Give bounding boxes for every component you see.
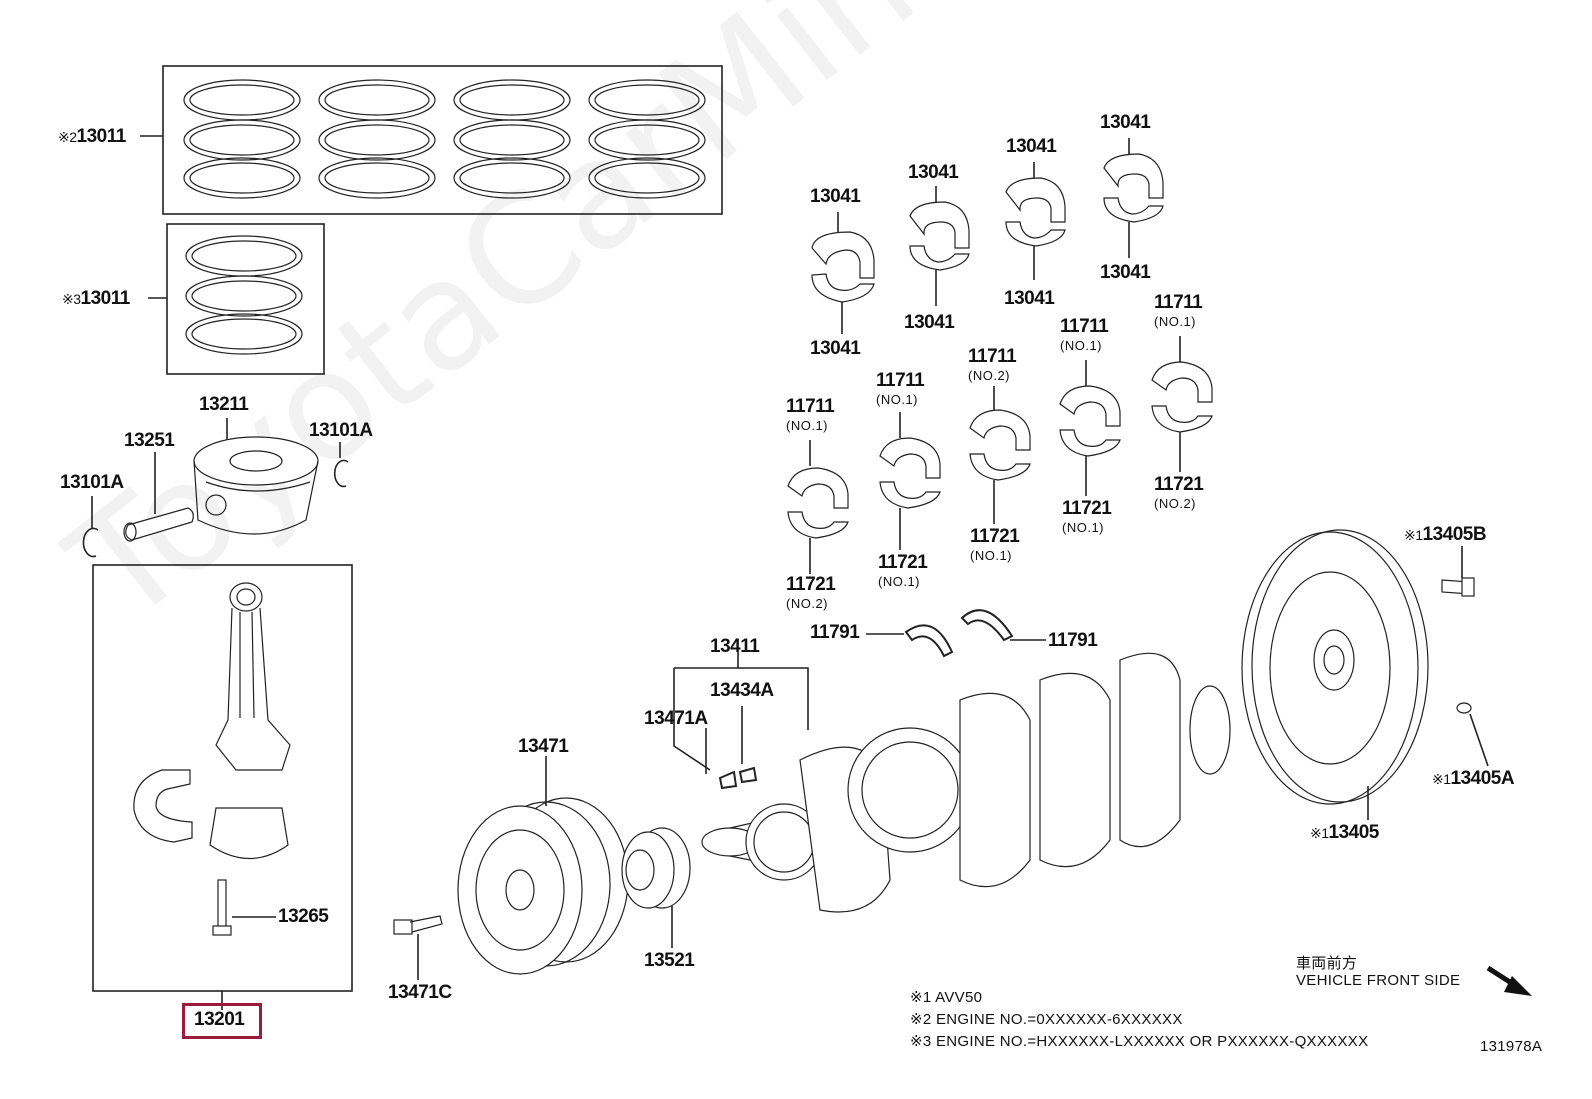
conrod-bearings-upper-lower [811,153,1164,303]
front-side-en: VEHICLE FRONT SIDE [1296,972,1461,989]
rings-alt-box [166,223,325,375]
flywheel [1241,529,1429,805]
pulley-bolt [393,915,443,935]
label-crank-pulley[interactable]: 13471 [518,736,569,757]
label-main-bearing-lower-4[interactable]: 11721 [1062,498,1112,519]
label-conrod-bearing-b2[interactable]: 13041 [904,312,955,333]
label-main-bearing-upper-1[interactable]: 11711 [786,396,835,417]
label-conrod-bearing-c2[interactable]: 13041 [1004,288,1055,309]
label-conrod-bolt[interactable]: 13265 [278,906,329,927]
connecting-rod [209,582,291,860]
front-side-jp: 車両前方 [1296,955,1358,972]
label-main-bearing-lower-3[interactable]: 11721 [970,526,1020,547]
piston-ring-set-1 [183,79,301,199]
label-conrod-assy[interactable]: 13201 [194,1009,245,1030]
label-main-bearing-lower-2[interactable]: 11721 [878,552,928,573]
label-main-bearing-lower-1[interactable]: 11721 [786,574,836,595]
flywheel-pin [1456,702,1472,714]
crankshaft [701,652,1231,913]
label-main-bearing-lower-1-no: (NO.2) [786,596,828,611]
label-conrod-bearing-a2[interactable]: 13041 [810,338,861,359]
label-main-bearing-upper-3-no: (NO.2) [968,368,1010,383]
piston-ring-set-3 [453,79,571,199]
label-main-bearing-upper-4-no: (NO.1) [1060,338,1102,353]
selected-part-highlight [182,1003,262,1039]
label-main-bearing-lower-3-no: (NO.1) [970,548,1012,563]
piston-ring-set-2 [318,79,436,199]
main-bearings [787,361,1213,539]
rings-std-box [162,65,723,215]
label-main-bearing-lower-4-no: (NO.1) [1062,520,1104,535]
snap-ring-left [82,527,99,558]
conrod-bolt [212,879,232,936]
label-piston[interactable]: 13211 [199,394,249,415]
thrust-washer-left [904,624,954,658]
thrust-washer-right [960,609,1014,642]
label-conrod-bearing-d1[interactable]: 13041 [1100,112,1151,133]
label-flywheel[interactable]: ※113405 [1310,822,1379,843]
label-conrod-bearing-a1[interactable]: 13041 [810,186,861,207]
label-conrod-bearing-b1[interactable]: 13041 [908,162,959,183]
label-flywheel-pin[interactable]: ※113405A [1432,768,1515,789]
piston-ring-set-4 [588,79,706,199]
snap-ring-right [333,459,349,488]
label-main-bearing-lower-5-no: (NO.2) [1154,496,1196,511]
label-crankshaft[interactable]: 13411 [710,636,760,657]
label-timing-gear[interactable]: 13521 [644,950,695,971]
label-main-bearing-upper-5[interactable]: 11711 [1154,292,1203,313]
piston [193,436,319,535]
crank-pulley [457,797,629,975]
label-main-bearing-upper-4[interactable]: 11711 [1060,316,1109,337]
piston-ring-set-alt [185,235,303,355]
note-2: ※2 ENGINE NO.=0XXXXXX-6XXXXXX [910,1011,1183,1028]
label-rings-std[interactable]: ※213011 [58,126,126,147]
label-thrust-washer-right[interactable]: 11791 [1048,630,1098,651]
label-conrod-bearing-d2[interactable]: 13041 [1100,262,1151,283]
label-main-bearing-upper-2[interactable]: 11711 [876,370,925,391]
label-main-bearing-upper-3[interactable]: 11711 [968,346,1017,367]
note-3: ※3 ENGINE NO.=HXXXXXX-LXXXXXX OR PXXXXXX… [910,1033,1369,1050]
label-main-bearing-upper-2-no: (NO.1) [876,392,918,407]
flywheel-bolt [1441,577,1475,597]
label-pulley-bolt[interactable]: 13471C [388,982,452,1003]
label-conrod-bearing-c1[interactable]: 13041 [1006,136,1057,157]
label-flywheel-bolt[interactable]: ※113405B [1404,524,1487,545]
label-main-bearing-upper-5-no: (NO.1) [1154,314,1196,329]
note-1: ※1 AVV50 [910,989,983,1006]
label-key-13471a[interactable]: 13471A [644,708,708,729]
label-snap-ring-left[interactable]: 13101A [60,472,124,493]
label-piston-pin[interactable]: 13251 [124,430,175,451]
timing-gear [621,827,691,909]
label-main-bearing-upper-1-no: (NO.1) [786,418,828,433]
label-rings-alt[interactable]: ※313011 [62,288,130,309]
label-snap-ring-right[interactable]: 13101A [309,420,373,441]
piston-pin [123,507,194,542]
figure-id: 131978A [1480,1038,1543,1055]
conrod-bearing [133,769,193,843]
label-thrust-washer-left[interactable]: 11791 [810,622,860,643]
front-direction-arrow [1486,965,1532,996]
label-main-bearing-lower-5[interactable]: 11721 [1154,474,1204,495]
label-key-13434a[interactable]: 13434A [710,680,774,701]
label-main-bearing-lower-2-no: (NO.1) [878,574,920,589]
